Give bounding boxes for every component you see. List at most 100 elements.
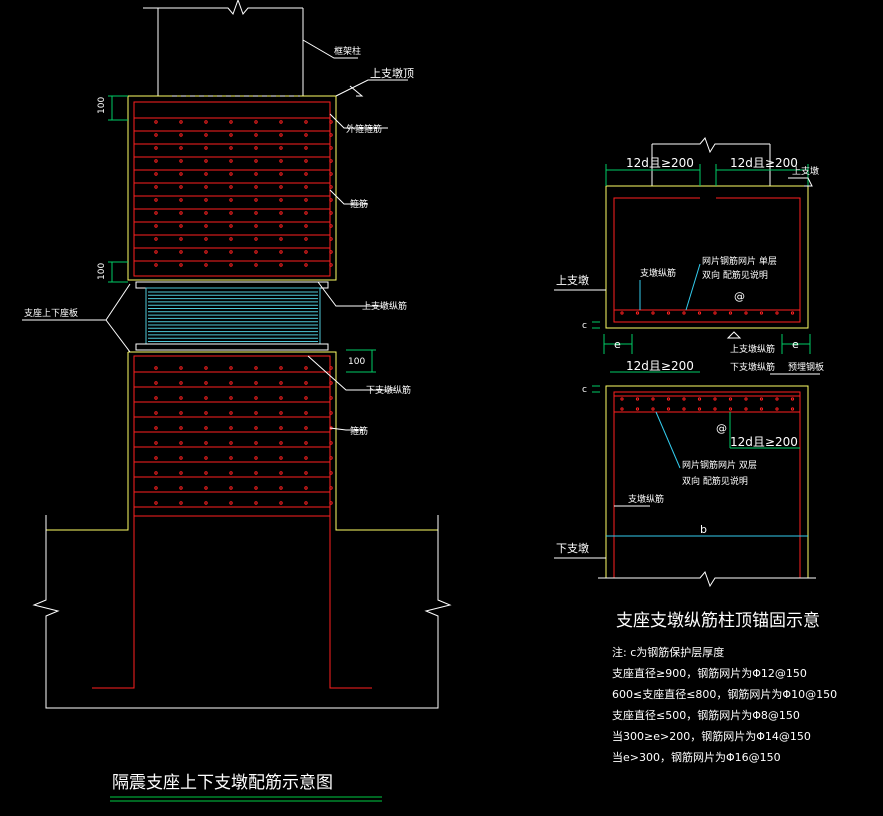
- rebar-dot: [279, 198, 283, 202]
- rebar-dot: [304, 224, 308, 228]
- mesh-dot: [697, 397, 702, 401]
- rebar-dot: [204, 211, 208, 215]
- rebar-dot: [179, 237, 183, 241]
- lower-pier-horizontal-bars: [134, 371, 330, 508]
- note-line: 600≤支座直径≤800，钢筋网片为Φ10@150: [612, 687, 837, 701]
- rebar-dot: [329, 381, 333, 385]
- rebar-dot: [204, 250, 208, 254]
- rebar-dot: [229, 486, 233, 490]
- mesh-dot: [759, 311, 764, 315]
- lower-pier-outline-right: [605, 385, 809, 578]
- notes-block: 注: c为钢筋保护层厚度支座直径≥900，钢筋网片为Φ12@150600≤支座直…: [612, 645, 837, 764]
- label-lower-pier: 下支墩: [556, 541, 589, 555]
- label-outer-stirrup: 外箍箍筋: [346, 123, 382, 135]
- lower-break-line: [598, 571, 816, 588]
- rebar-dot: [254, 237, 258, 241]
- rebar-dot: [304, 159, 308, 163]
- rebar-dot: [204, 133, 208, 137]
- rebar-dot: [154, 133, 158, 137]
- rebar-dot: [154, 411, 158, 415]
- rebar-dot: [204, 426, 208, 430]
- mesh-dot: [697, 407, 702, 411]
- rebar-dot: [179, 224, 183, 228]
- rebar-dot: [329, 120, 333, 124]
- rebar-dot: [179, 250, 183, 254]
- rebar-dot: [304, 486, 308, 490]
- upper-pier-outline: [127, 95, 337, 281]
- rebar-dot: [229, 381, 233, 385]
- rebar-dot: [329, 198, 333, 202]
- label-upper-pier: 上支墩: [556, 273, 589, 287]
- rebar-dot: [279, 381, 283, 385]
- rebar-dot: [279, 441, 283, 445]
- rebar-dot: [204, 146, 208, 150]
- rebar-dot: [329, 146, 333, 150]
- rebar-dot: [229, 133, 233, 137]
- rebar-dot: [154, 381, 158, 385]
- mesh-dot: [728, 397, 733, 401]
- rebar-dot: [154, 237, 158, 241]
- rebar-dot: [154, 146, 158, 150]
- rebar-dot: [229, 159, 233, 163]
- label-upper-rebar-r: 支墩纵筋: [640, 267, 676, 279]
- rebar-dot: [229, 224, 233, 228]
- rebar-dot: [154, 185, 158, 189]
- rebar-dot: [204, 471, 208, 475]
- rebar-dot: [204, 224, 208, 228]
- left-leaders: [22, 39, 408, 431]
- rebar-dot: [229, 471, 233, 475]
- rebar-dot: [254, 456, 258, 460]
- rebar-dot: [254, 441, 258, 445]
- spacing-mid: @: [716, 422, 727, 435]
- rebar-dot: [204, 263, 208, 267]
- mesh-dot: [790, 407, 795, 411]
- right-title: 支座支墩纵筋柱顶锚固示意: [616, 611, 820, 631]
- rebar-dot: [329, 185, 333, 189]
- label-mesh-bottom: 网片钢筋网片 双层: [682, 459, 757, 471]
- rebar-dot: [279, 366, 283, 370]
- rebar-dot: [179, 146, 183, 150]
- anchor-side: 12d且≥200: [730, 435, 798, 449]
- spacing-top: @: [734, 290, 745, 303]
- mesh-dot: [697, 311, 702, 315]
- rebar-dot: [229, 426, 233, 430]
- e-right: e: [792, 338, 799, 351]
- note-line: 当300≥e>200，钢筋网片为Φ14@150: [612, 729, 811, 743]
- e-left: e: [614, 338, 621, 351]
- rebar-dot: [254, 198, 258, 202]
- rebar-dot: [154, 396, 158, 400]
- rebar-dot: [179, 396, 183, 400]
- rebar-dot: [229, 366, 233, 370]
- bearing: [135, 281, 329, 351]
- anchor-top-right: 12d且≥200: [730, 156, 798, 170]
- dim-lower-top-cover: 100: [348, 357, 365, 367]
- rebar-dot: [229, 237, 233, 241]
- rebar-dot: [329, 486, 333, 490]
- rebar-dot: [154, 366, 158, 370]
- rebar-dot: [304, 146, 308, 150]
- rebar-dot: [279, 159, 283, 163]
- lower-pier-outline-left: [46, 352, 129, 531]
- rebar-dot: [279, 471, 283, 475]
- rebar-dot: [154, 224, 158, 228]
- rebar-dot: [329, 250, 333, 254]
- anchor-mid: 12d且≥200: [626, 359, 694, 373]
- mesh-dot: [790, 311, 795, 315]
- mesh-dot: [775, 311, 779, 315]
- rebar-dot: [254, 185, 258, 189]
- left-view: 100 100 100 框架柱 上支墩顶 外箍箍筋 箍筋 上支墩纵筋 支座上下座…: [22, 0, 452, 802]
- rebar-dot: [229, 120, 233, 124]
- rebar-dot: [204, 198, 208, 202]
- left-title: 隔震支座上下支墩配筋示意图: [112, 773, 333, 793]
- rebar-dot: [304, 471, 308, 475]
- rebar-dot: [179, 471, 183, 475]
- label-stirrup-upper: 箍筋: [350, 198, 368, 210]
- rebar-dot: [279, 456, 283, 460]
- rebar-dot: [179, 172, 183, 176]
- label-mesh-top: 网片钢筋网片 单层: [702, 255, 777, 267]
- lower-mesh-dots: [620, 397, 795, 411]
- mesh-dot: [682, 311, 686, 315]
- rebar-dot: [304, 172, 308, 176]
- mesh-dot: [620, 311, 624, 315]
